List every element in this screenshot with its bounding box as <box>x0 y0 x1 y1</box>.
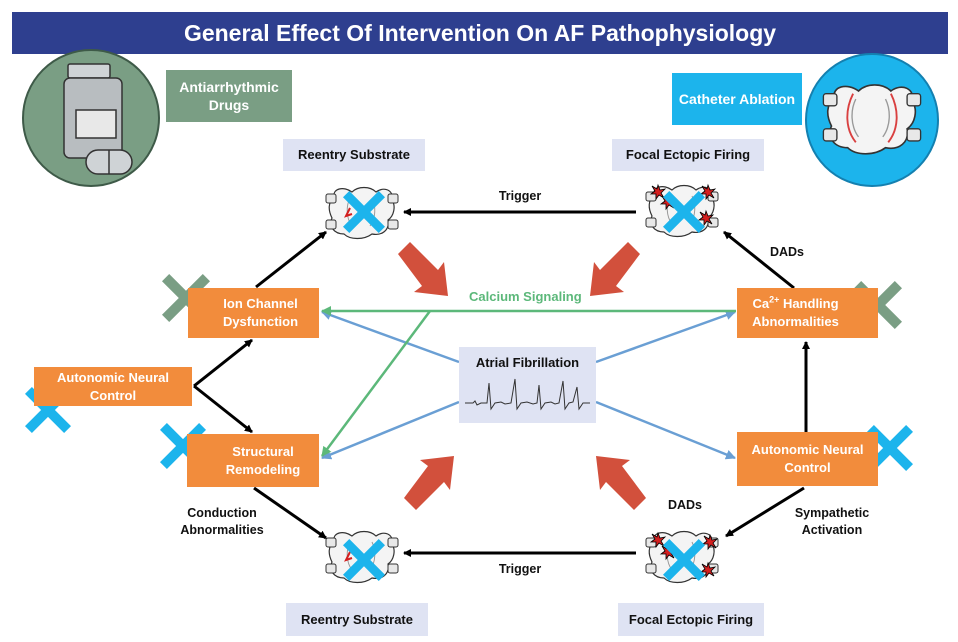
legend-ablation: Catheter Ablation <box>672 73 802 125</box>
node-reentry-bottom: Reentry Substrate <box>286 603 428 636</box>
node-autonomic-right: Autonomic Neural Control <box>737 432 878 486</box>
node-autonomic-left: Autonomic Neural Control <box>34 367 192 406</box>
arrow-structural-reentry <box>253 486 327 540</box>
node-structural: Structural Remodeling <box>187 434 319 487</box>
node-reentry-top: Reentry Substrate <box>283 139 425 171</box>
node-focal-top: Focal Ectopic Firing <box>612 139 764 171</box>
arrow-af-ca <box>595 310 736 364</box>
label-dads-bottom: DADs <box>667 498 703 512</box>
ecg-trace-icon <box>465 378 590 411</box>
arrow-af-autoright <box>595 400 736 460</box>
arrow-af-ion <box>321 310 460 364</box>
node-atrial-fibrillation: Atrial Fibrillation <box>459 347 596 423</box>
page-title: General Effect Of Intervention On AF Pat… <box>12 12 948 54</box>
arrow-af-structural <box>321 400 460 460</box>
node-focal-bottom: Focal Ectopic Firing <box>618 603 764 636</box>
arrow-calcium-structural <box>320 310 432 457</box>
arrow-ion-reentry <box>255 230 327 289</box>
af-label: Atrial Fibrillation <box>475 355 580 370</box>
label-calcium-signaling: Calcium Signaling <box>469 289 582 304</box>
arrow-auto-structural <box>193 384 253 434</box>
label-sympathetic: Sympathetic Activation <box>794 506 870 537</box>
arrow-autoright-focal <box>725 486 805 538</box>
arrow-ca-focal <box>723 230 795 290</box>
label-dads-top: DADs <box>769 245 805 259</box>
node-ion-channel: Ion Channel Dysfunction <box>188 288 319 338</box>
ca-handling-label: Ca2+ Handling Abnormalities <box>752 294 839 329</box>
heart-atria-icon <box>325 530 399 584</box>
label-trigger-bottom: Trigger <box>498 562 542 576</box>
label-conduction: Conduction Abnormalities <box>180 506 264 537</box>
pill-bottle-icon <box>63 63 133 175</box>
red-arrow <box>398 242 646 510</box>
label-trigger-top: Trigger <box>498 189 542 203</box>
arrow-auto-ion <box>193 338 253 388</box>
heart-atria-icon <box>822 84 922 155</box>
heart-atria-icon <box>325 186 399 240</box>
node-ca-handling: Ca2+ Handling Abnormalities <box>737 288 878 338</box>
legend-drugs: Antiarrhythmic Drugs <box>166 70 292 122</box>
